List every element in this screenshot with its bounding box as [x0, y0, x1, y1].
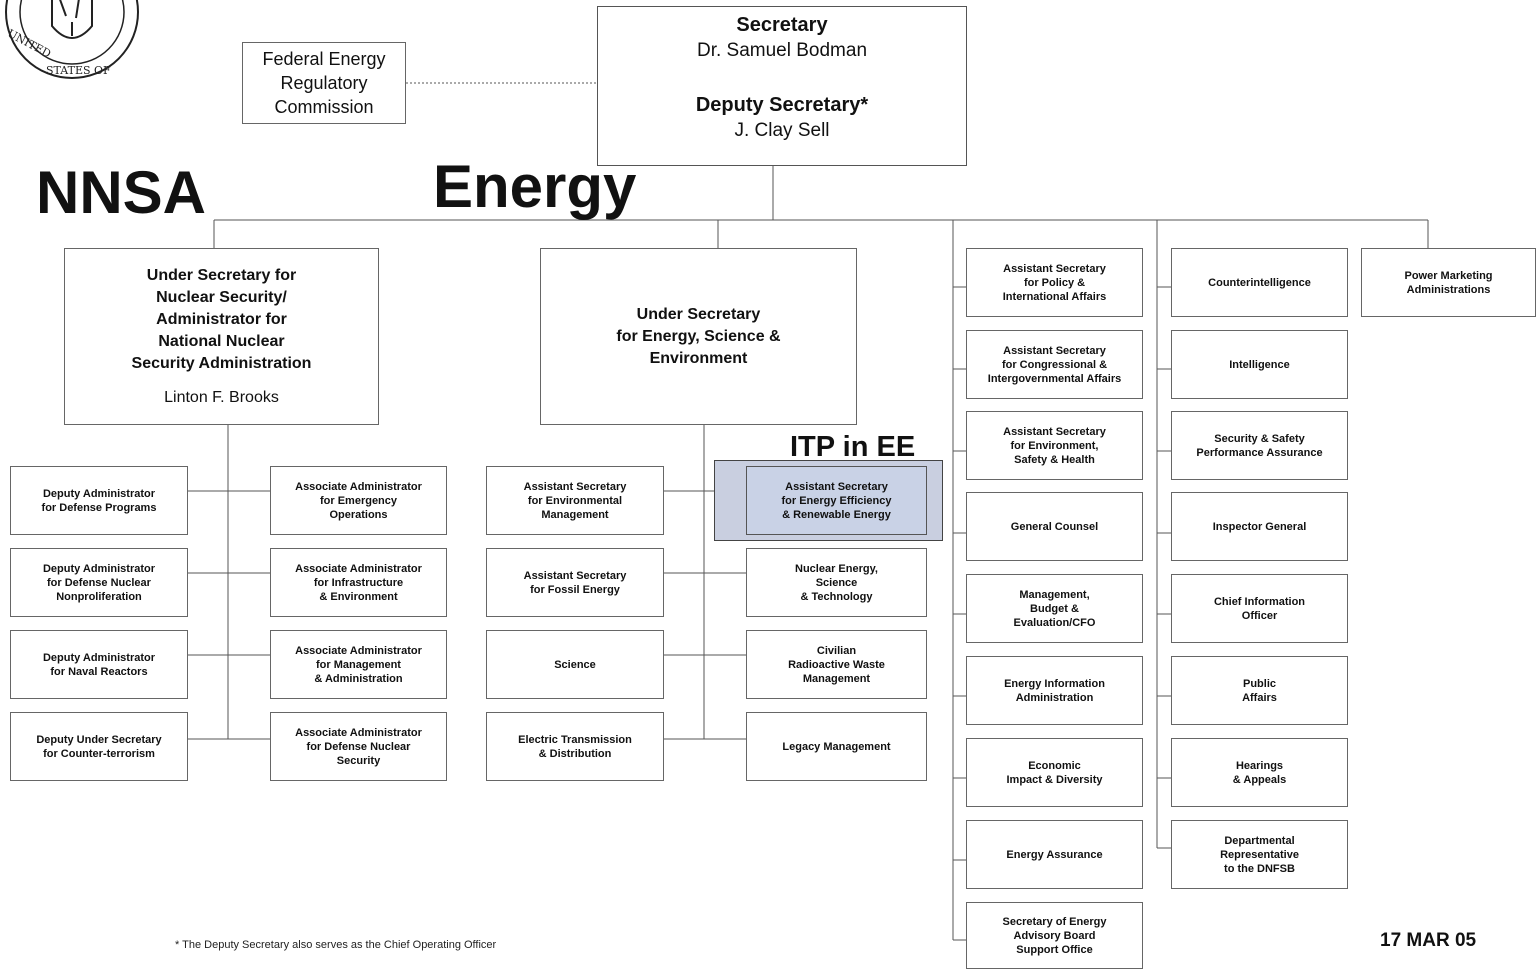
intelligence: Intelligence: [1171, 330, 1348, 399]
asst-sec-congressional-affairs: Assistant Secretary for Congressional & …: [966, 330, 1143, 399]
management-budget-cfo: Management, Budget & Evaluation/CFO: [966, 574, 1143, 643]
public-affairs: Public Affairs: [1171, 656, 1348, 725]
svg-text:STATES OF: STATES OF: [46, 64, 111, 77]
nnsa-under-secretary-name: Linton F. Brooks: [164, 388, 279, 406]
energy-assurance: Energy Assurance: [966, 820, 1143, 889]
nnsa-under-secretary-box: Under Secretary for Nuclear Security/ Ad…: [64, 248, 379, 425]
energy-under-secretary-box: Under Secretary for Energy, Science & En…: [540, 248, 857, 425]
asst-sec-fossil-energy: Assistant Secretary for Fossil Energy: [486, 548, 664, 617]
footnote: * The Deputy Secretary also serves as th…: [175, 939, 497, 951]
inspector-general: Inspector General: [1171, 492, 1348, 561]
energy-information-administration: Energy Information Administration: [966, 656, 1143, 725]
energy-heading: Energy: [433, 153, 637, 220]
nnsa-under-secretary-title: Under Secretary for Nuclear Security/ Ad…: [131, 266, 312, 372]
asst-sec-environment-safety-health: Assistant Secretary for Environment, Saf…: [966, 411, 1143, 480]
deputy-secretary-title: Deputy Secretary*: [695, 94, 869, 116]
deputy-admin-defense-programs: Deputy Administrator for Defense Program…: [10, 466, 188, 535]
deputy-secretary-name: J. Clay Sell: [734, 120, 830, 141]
electric-transmission-distribution: Electric Transmission & Distribution: [486, 712, 664, 781]
assoc-admin-emergency-operations: Associate Administrator for Emergency Op…: [270, 466, 447, 535]
doe-seal-logo: UNITED STATES OF: [5, 0, 139, 79]
secretary-title: Secretary: [736, 14, 828, 36]
asst-sec-environmental-management: Assistant Secretary for Environmental Ma…: [486, 466, 664, 535]
secretary-box: Secretary Dr. Samuel Bodman Deputy Secre…: [597, 6, 967, 166]
deputy-under-secretary-counterterrorism: Deputy Under Secretary for Counter-terro…: [10, 712, 188, 781]
asst-sec-eere: Assistant Secretary for Energy Efficienc…: [746, 466, 927, 535]
deputy-admin-naval-reactors: Deputy Administrator for Naval Reactors: [10, 630, 188, 699]
nnsa-heading: NNSA: [36, 159, 207, 226]
counterintelligence: Counterintelligence: [1171, 248, 1348, 317]
secretary-name: Dr. Samuel Bodman: [696, 40, 868, 61]
assoc-admin-infrastructure: Associate Administrator for Infrastructu…: [270, 548, 447, 617]
security-safety-performance: Security & Safety Performance Assurance: [1171, 411, 1348, 480]
legacy-management: Legacy Management: [746, 712, 927, 781]
power-marketing-administrations: Power Marketing Administrations: [1361, 248, 1536, 317]
office-of-science: Science: [486, 630, 664, 699]
departmental-representative-dnfsb: Departmental Representative to the DNFSB: [1171, 820, 1348, 889]
assoc-admin-management: Associate Administrator for Management &…: [270, 630, 447, 699]
assoc-admin-defense-nuclear-security: Associate Administrator for Defense Nucl…: [270, 712, 447, 781]
general-counsel: General Counsel: [966, 492, 1143, 561]
nuclear-energy-science-technology: Nuclear Energy, Science & Technology: [746, 548, 927, 617]
ferc-box: Federal Energy Regulatory Commission: [242, 42, 406, 124]
chief-information-officer: Chief Information Officer: [1171, 574, 1348, 643]
civilian-radioactive-waste: Civilian Radioactive Waste Management: [746, 630, 927, 699]
chart-date: 17 MAR 05: [1380, 930, 1477, 951]
itp-in-ee-label: ITP in EE: [790, 431, 916, 463]
advisory-board-support-office: Secretary of Energy Advisory Board Suppo…: [966, 902, 1143, 969]
economic-impact-diversity: Economic Impact & Diversity: [966, 738, 1143, 807]
asst-sec-policy-international: Assistant Secretary for Policy & Interna…: [966, 248, 1143, 317]
hearings-appeals: Hearings & Appeals: [1171, 738, 1348, 807]
deputy-admin-nonproliferation: Deputy Administrator for Defense Nuclear…: [10, 548, 188, 617]
